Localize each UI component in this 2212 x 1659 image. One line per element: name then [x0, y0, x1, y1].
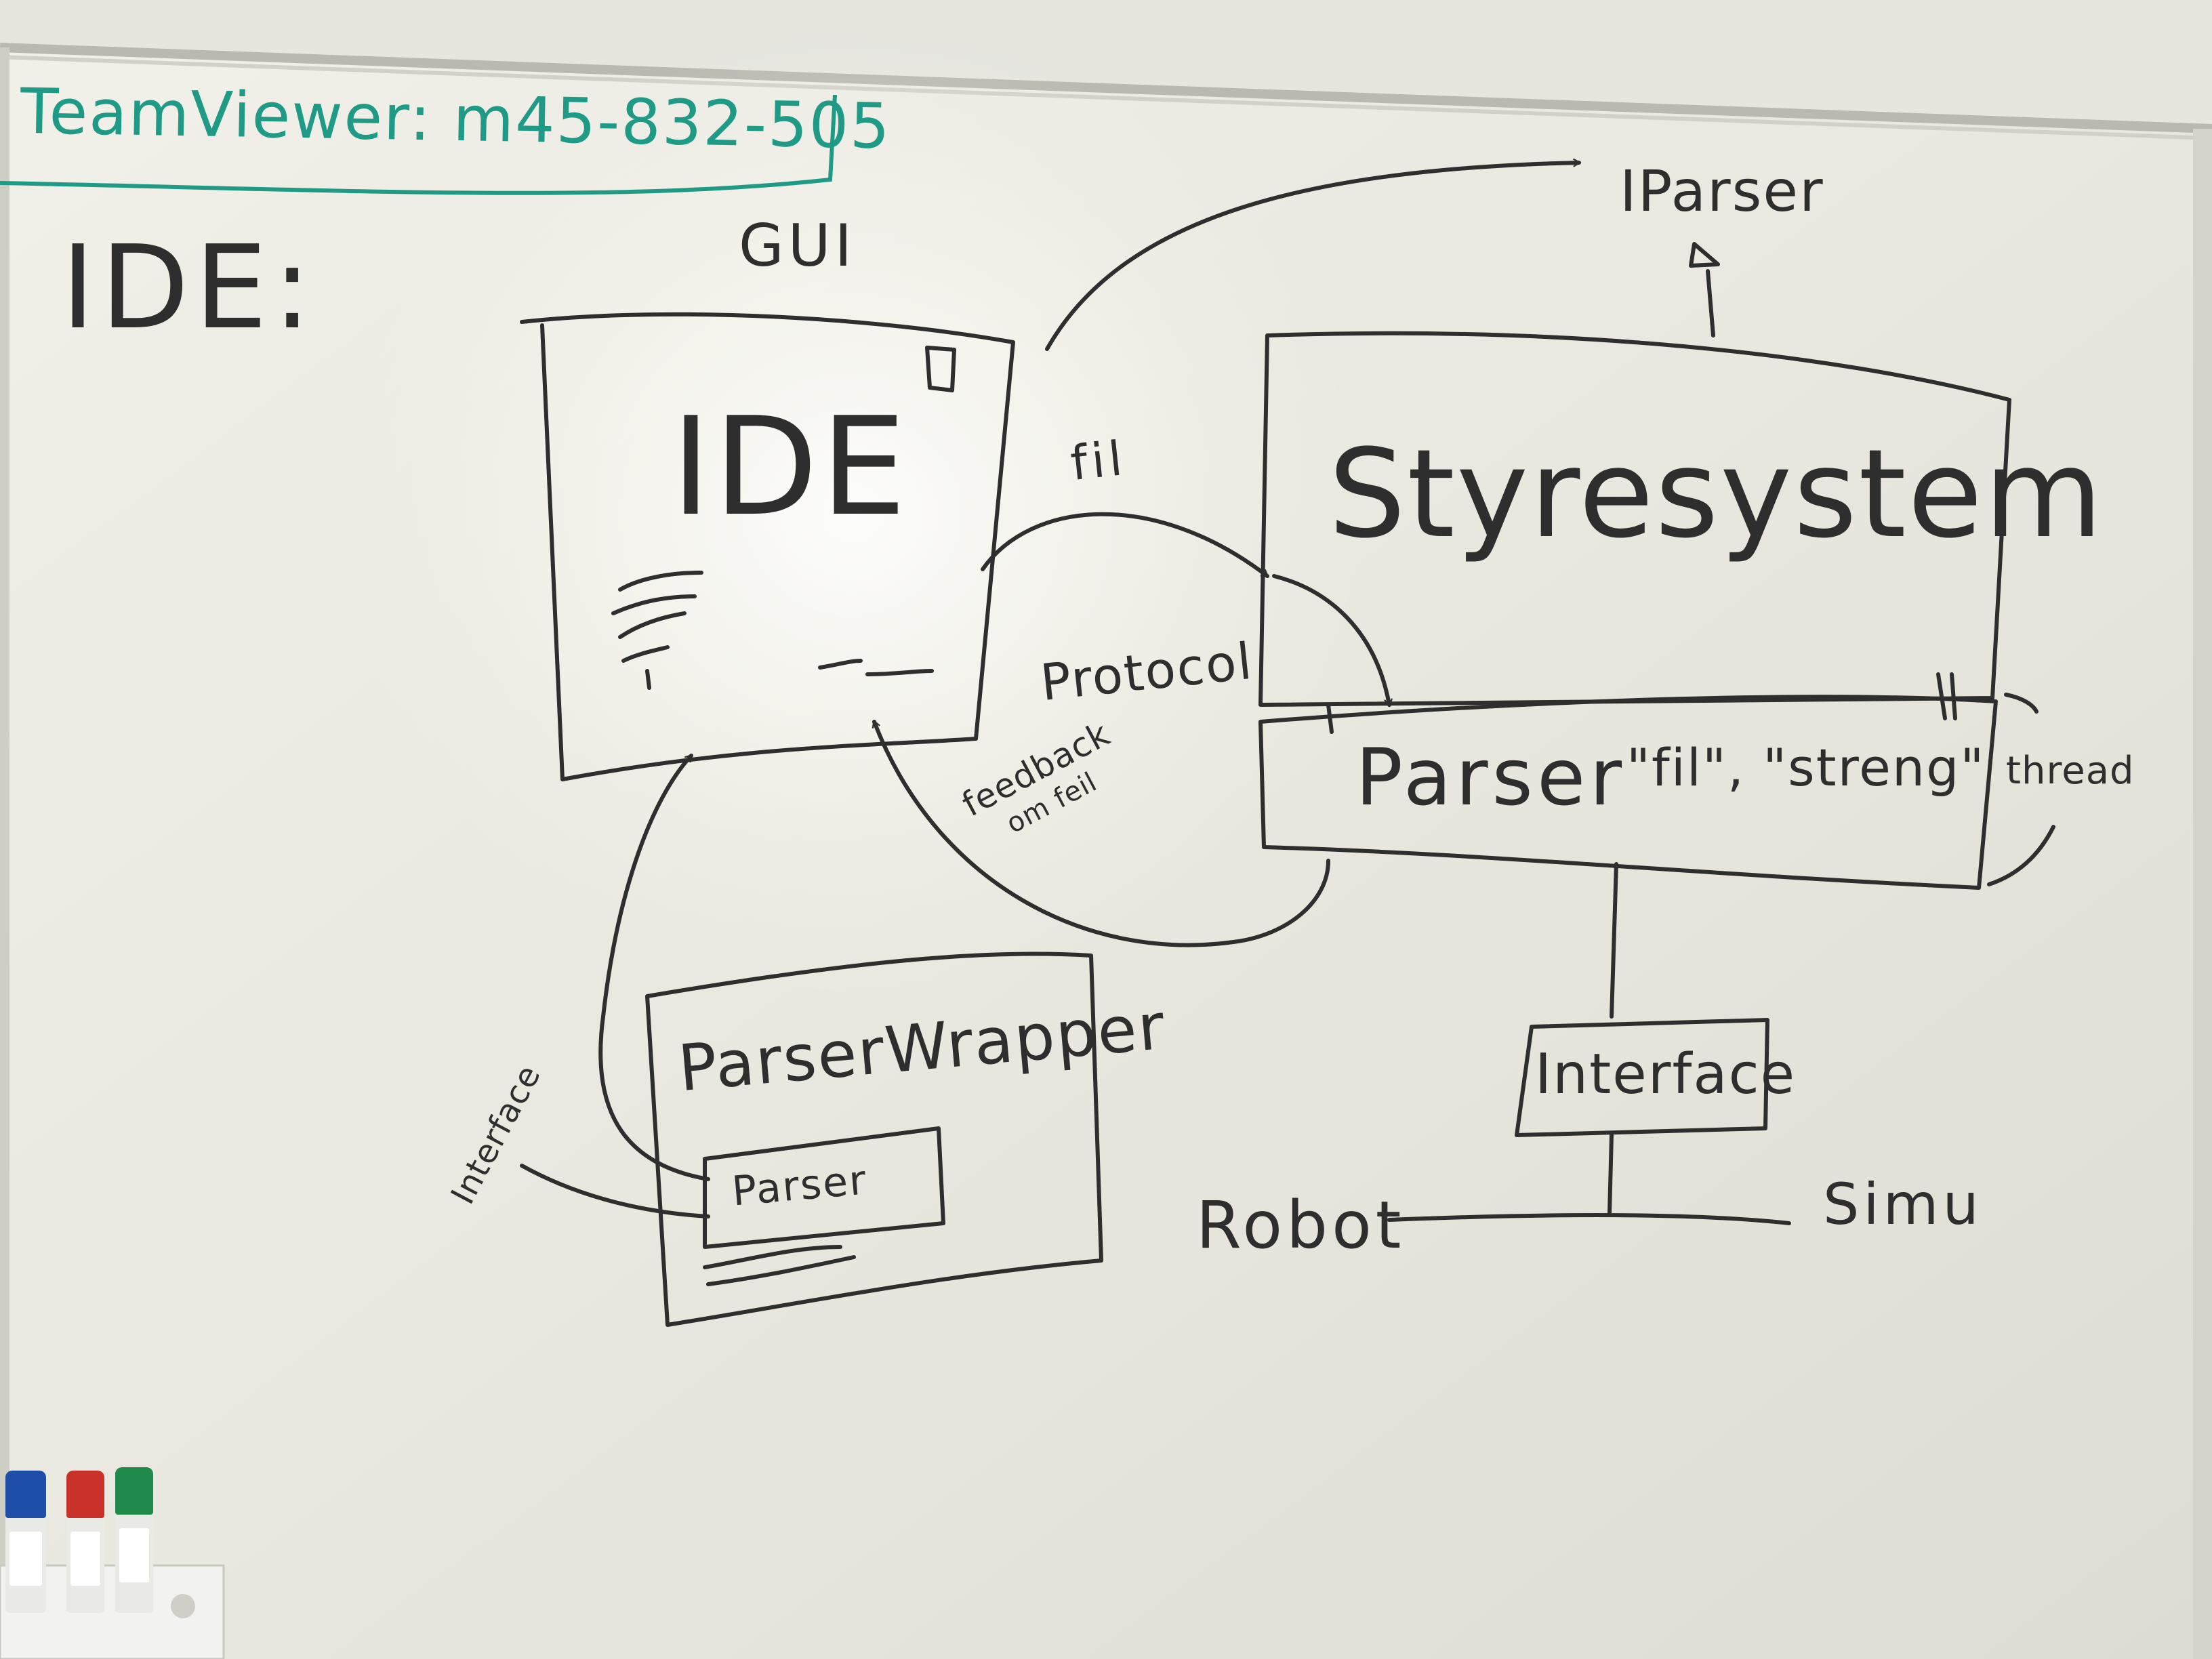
parser-to-interface-line: [1610, 862, 1618, 1019]
iparser-triangle: [1689, 242, 1720, 268]
robot-label: Robot: [1196, 1187, 1406, 1263]
iparser-arrow: [1045, 158, 1582, 351]
board-top-edge: [0, 43, 2212, 134]
interface-box: [1515, 1018, 1769, 1137]
styresystem-box: [1258, 331, 2011, 707]
parser-wrapper-box: [645, 951, 1103, 1327]
parser-title: Parser: [1355, 732, 1626, 823]
ide-window-box: [520, 312, 1015, 781]
simu-label: Simu: [1823, 1171, 1983, 1237]
teamviewer-note: TeamViewer: m45-832-505: [20, 75, 892, 163]
ide-window-close-box: [925, 346, 956, 392]
light-glare: [339, 27, 1369, 1003]
board-right-frame: [2193, 129, 2212, 1659]
robot-simu-line: [1387, 1213, 1791, 1225]
thread-bracket: [2004, 693, 2039, 714]
parser-to-ide-arrow: [598, 754, 710, 1181]
fil-label: fil: [1067, 430, 1129, 492]
ide-window-title: IDE: [671, 388, 909, 546]
iparser-stem: [1706, 269, 1715, 337]
blue-marker: [5, 1471, 46, 1613]
teamviewer-box: [0, 94, 837, 195]
thread-label: thread: [2006, 749, 2135, 793]
interface-box-label: Interface: [1535, 1042, 1797, 1107]
red-marker: [66, 1471, 104, 1613]
fil-arrow: [981, 512, 1269, 578]
feedback-arrow: [872, 719, 1330, 947]
parser-strings: "fil", "streng": [1626, 737, 1986, 798]
green-marker: [115, 1467, 153, 1613]
interface-pointer-line: [520, 1164, 710, 1218]
board-heading: IDE:: [61, 221, 317, 355]
gui-label: GUI: [739, 212, 856, 280]
board-top-frame: [0, 0, 2212, 129]
styresystem-title: Styresystem: [1328, 424, 2104, 565]
iparser-label: IParser: [1620, 158, 1824, 224]
parser-box: [1258, 695, 1998, 890]
styresystem-to-parser-arrow: [1272, 574, 1393, 708]
inner-parser-label: Parser: [730, 1156, 869, 1216]
board-left-edge: [0, 47, 9, 1659]
